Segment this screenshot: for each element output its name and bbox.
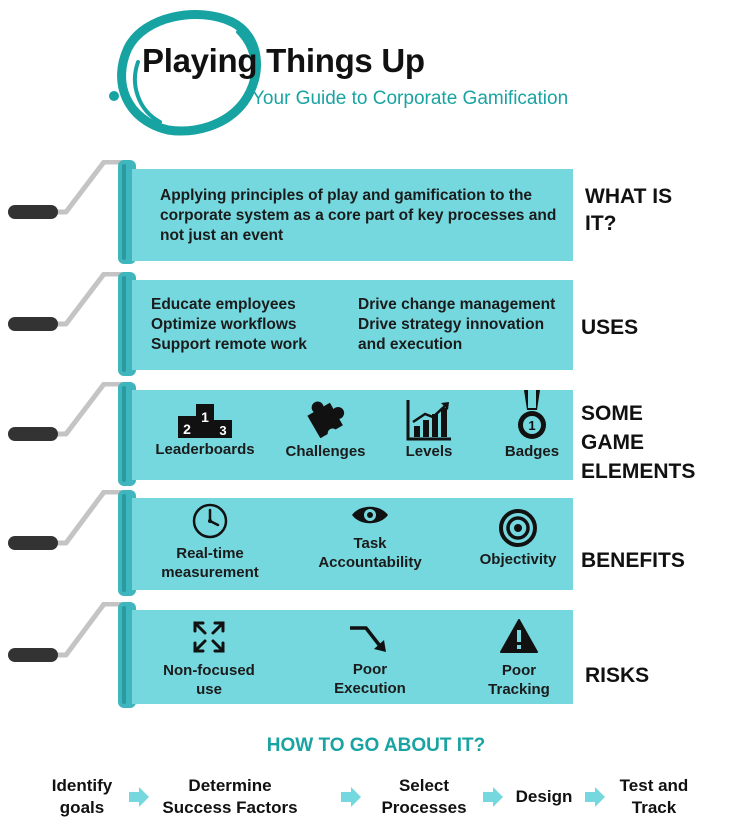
element-label: Challenges — [285, 443, 366, 460]
podium-icon: 2 1 3 — [178, 404, 232, 438]
step-line: Select — [398, 776, 450, 795]
elements-heading: SOME GAME ELEMENTS — [581, 399, 695, 486]
process-title: HOW TO GO ABOUT IT? — [266, 735, 486, 756]
step-line: Success Factors — [162, 798, 298, 817]
eye-icon — [352, 506, 388, 524]
benefit-label: Real-time — [176, 545, 244, 562]
step-identify-goals: Identify goals — [36, 775, 128, 819]
heading-line: IT? — [585, 212, 617, 235]
medal-icon: 1 — [518, 390, 546, 439]
step-line: Track — [631, 798, 677, 817]
what-line: Applying principles of play and gamifica… — [160, 187, 533, 204]
uses-item: Optimize workflows — [151, 316, 297, 333]
step-line: Identify — [51, 776, 113, 795]
step-select-processes: Select Processes — [370, 775, 478, 819]
uses-item: Support remote work — [151, 336, 307, 353]
rising-chart-icon — [406, 400, 451, 441]
benefit-objectivity: Objectivity — [472, 508, 564, 569]
uses-item: Drive change management — [358, 296, 556, 313]
step-design: Design — [508, 786, 580, 808]
risks-heading: RISKS — [585, 662, 649, 689]
medal-number: 1 — [528, 418, 535, 433]
risk-label: Execution — [334, 680, 406, 697]
arrow-right-icon — [483, 787, 503, 807]
what-panel — [132, 169, 573, 261]
uses-panel — [132, 280, 573, 370]
risk-label: Non-focused — [163, 662, 255, 679]
risk-label: use — [196, 681, 222, 698]
benefits-panel — [132, 498, 573, 590]
risk-label: Poor — [501, 662, 537, 679]
podium-first: 1 — [201, 409, 209, 425]
arrow-right-icon — [129, 787, 149, 807]
arrow-right-icon — [341, 787, 361, 807]
benefit-label: Accountability — [318, 554, 422, 571]
step-line: Test and — [619, 776, 689, 795]
benefit-real-time-measurement: Real-time measurement — [150, 502, 270, 582]
benefits-heading: BENEFITS — [581, 547, 685, 574]
arrow-right-icon — [585, 787, 605, 807]
heading-line: ELEMENTS — [581, 460, 696, 483]
warning-icon — [500, 619, 538, 653]
benefit-label: Objectivity — [479, 551, 557, 568]
what-line: corporate system as a core part of key p… — [160, 207, 557, 224]
clock-icon — [192, 503, 228, 539]
page-title: Playing Things Up — [142, 42, 425, 79]
step-line: Design — [515, 787, 573, 806]
paint-roller-icon — [8, 382, 136, 486]
element-challenges: Challenges — [278, 398, 373, 461]
risk-poor-execution: Poor Execution — [318, 622, 422, 698]
step-line: goals — [59, 798, 105, 817]
element-label: Levels — [405, 443, 453, 460]
target-icon — [499, 509, 537, 547]
heading-line: RISKS — [585, 664, 650, 687]
falling-arrow-icon — [350, 626, 386, 652]
uses-item: and execution — [358, 336, 463, 353]
heading-line: USES — [581, 316, 639, 339]
risks-panel — [132, 610, 573, 704]
what-line: not just an event — [160, 227, 284, 244]
step-line: Determine — [188, 776, 272, 795]
uses-right-list: Drive change management Drive strategy i… — [358, 295, 570, 355]
step-test-and-track: Test and Track — [606, 775, 702, 819]
risk-label: Tracking — [488, 681, 550, 698]
heading-line: WHAT IS — [585, 185, 673, 208]
heading-line: GAME — [581, 431, 644, 454]
paint-roller-icon — [8, 272, 136, 376]
title-ring-decoration — [109, 10, 261, 136]
puzzle-icon — [306, 401, 344, 439]
scatter-arrows-icon — [193, 621, 225, 653]
benefit-task-accountability: Task Accountability — [305, 502, 435, 572]
risk-label: Poor — [352, 661, 388, 678]
uses-left-list: Educate employees Optimize workflows Sup… — [151, 295, 351, 355]
paint-roller-icon — [8, 490, 136, 596]
paint-roller-icon — [8, 160, 136, 264]
uses-item: Educate employees — [151, 296, 296, 313]
page-subtitle: Your Guide to Corporate Gamification — [252, 88, 569, 109]
element-levels: Levels — [392, 398, 466, 461]
what-description: Applying principles of play and gamifica… — [160, 186, 570, 246]
what-heading: WHAT IS IT? — [585, 183, 672, 237]
element-label: Leaderboards — [155, 441, 255, 458]
step-line: Processes — [381, 798, 467, 817]
benefit-label: Task — [353, 535, 387, 552]
element-label: Badges — [504, 443, 560, 460]
element-leaderboards: 2 1 3 Leaderboards — [150, 398, 260, 459]
podium-second: 2 — [183, 421, 191, 437]
uses-item: Drive strategy innovation — [358, 316, 545, 333]
step-determine-success-factors: Determine Success Factors — [150, 775, 310, 819]
uses-heading: USES — [581, 314, 638, 341]
paint-roller-icon — [8, 602, 136, 708]
element-badges: 1 Badges — [496, 388, 568, 461]
risk-non-focused-use: Non-focused use — [155, 618, 263, 699]
benefit-label: measurement — [161, 564, 259, 581]
heading-line: BENEFITS — [581, 549, 685, 572]
heading-line: SOME — [581, 402, 643, 425]
risk-poor-tracking: Poor Tracking — [476, 618, 562, 699]
podium-third: 3 — [219, 423, 226, 438]
